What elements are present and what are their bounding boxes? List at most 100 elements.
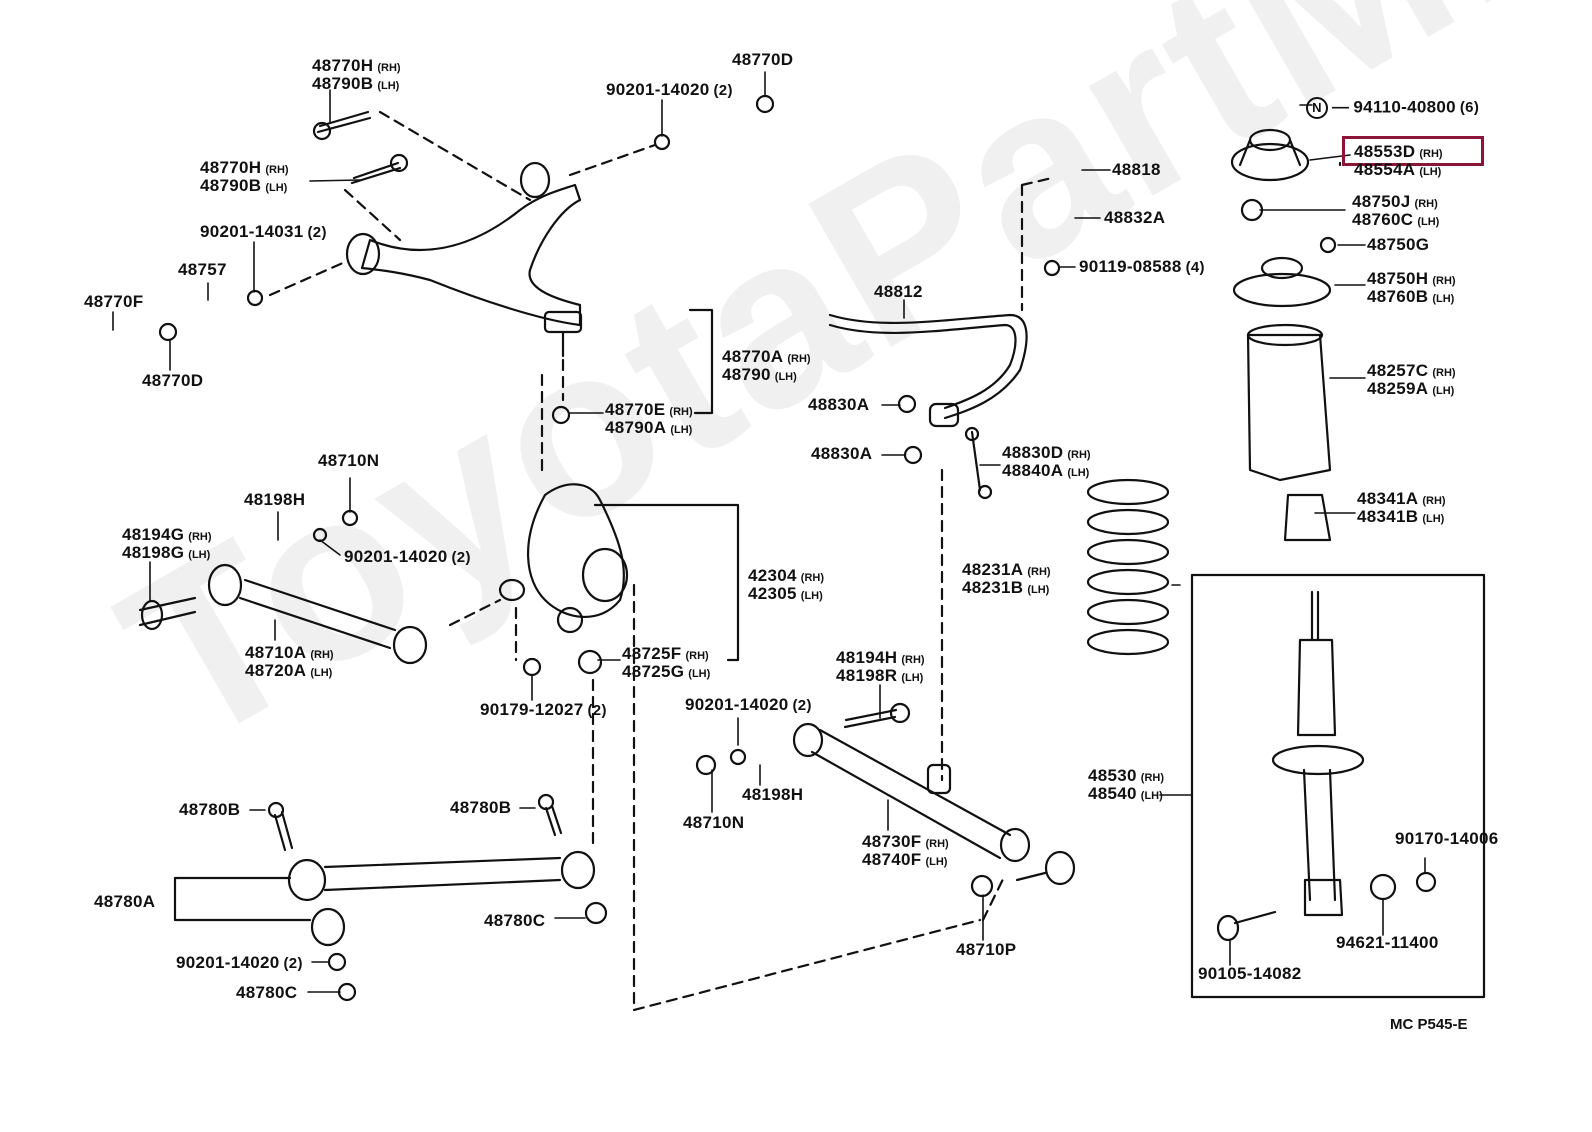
upper-control-arm xyxy=(345,161,583,358)
part-number: 48780B xyxy=(450,798,512,817)
part-number: 90119-08588 xyxy=(1079,257,1182,276)
part-number: 48770F xyxy=(84,292,144,311)
part-number: 48710N xyxy=(683,813,745,832)
part-label[interactable]: 48770F xyxy=(84,292,144,311)
part-label[interactable]: 48750G xyxy=(1367,235,1430,254)
part-label[interactable]: 48757 xyxy=(178,261,227,278)
part-number: 48194H xyxy=(836,648,898,667)
part-number: 90179-12027 xyxy=(480,700,584,719)
part-number: 48740F xyxy=(862,850,922,869)
side-indicator: (RH) xyxy=(377,62,401,74)
part-label[interactable]: 48198H xyxy=(742,786,803,803)
part-number-row: 48780A xyxy=(94,892,156,911)
side-indicator: (LH) xyxy=(670,424,693,436)
part-number: 48540 xyxy=(1088,784,1137,803)
part-label[interactable]: 90201-14031(2) xyxy=(200,223,327,241)
part-label[interactable]: 48710P xyxy=(956,940,1017,959)
part-label[interactable]: 90170-14006 xyxy=(1395,829,1499,848)
quantity: (2) xyxy=(587,702,607,719)
part-label[interactable]: 48770D xyxy=(732,51,793,68)
part-label[interactable]: 90201-14020(2) xyxy=(606,81,733,99)
part-label[interactable]: 48194G(RH)48198G(LH) xyxy=(122,526,212,563)
part-label[interactable]: 94621-11400 xyxy=(1336,934,1439,951)
part-label[interactable]: 48780B xyxy=(450,798,512,817)
bracket-42304 xyxy=(593,503,740,662)
part-label[interactable]: 48530(RH)48540(LH) xyxy=(1088,766,1164,804)
part-label[interactable]: 48770H(RH)48790B(LH) xyxy=(312,57,401,94)
part-number-row: 48710N xyxy=(683,813,745,832)
part-number-row: 48710P xyxy=(956,940,1017,959)
part-label[interactable]: 48770A(RH)48790(LH) xyxy=(722,348,811,385)
part-number: 48198G xyxy=(122,543,185,562)
part-label[interactable]: 48725F(RH)48725G(LH) xyxy=(622,644,711,682)
part-label[interactable]: 90119-08588(4) xyxy=(1079,257,1205,276)
part-number-row: 48198H xyxy=(244,491,305,508)
part-number: 48710P xyxy=(956,940,1017,959)
part-number: 48780C xyxy=(236,983,298,1002)
part-number: 48720A xyxy=(245,661,307,680)
part-number: 90170-14006 xyxy=(1395,829,1499,848)
part-number: 48530 xyxy=(1088,766,1137,785)
part-number-row: 48730F(RH) xyxy=(862,833,949,852)
part-label[interactable]: 48812 xyxy=(874,283,923,300)
side-indicator: (RH) xyxy=(787,353,811,365)
part-label[interactable]: 48750H(RH)48760B(LH) xyxy=(1367,270,1456,307)
part-number-row: 90201-14020(2) xyxy=(176,954,303,972)
part-label[interactable]: 48198H xyxy=(244,491,305,508)
part-number: 48780C xyxy=(484,911,546,930)
part-label[interactable]: 90105-14082 xyxy=(1198,964,1302,983)
part-number: 90105-14082 xyxy=(1198,964,1302,983)
side-indicator: (LH) xyxy=(1419,166,1442,178)
part-number: 48818 xyxy=(1112,160,1161,179)
part-label[interactable]: 48770H(RH)48790B(LH) xyxy=(200,158,289,196)
coil-spring xyxy=(1086,478,1170,656)
part-number-row: 48725F(RH) xyxy=(622,644,710,664)
part-number: 48750G xyxy=(1367,235,1430,254)
part-label[interactable]: 48830D(RH)48840A(LH) xyxy=(1002,444,1091,481)
side-indicator: (LH) xyxy=(688,668,711,680)
part-label[interactable]: 48257C(RH)48259A(LH) xyxy=(1367,362,1456,399)
part-label[interactable]: 48832A xyxy=(1104,209,1165,226)
part-number: 48780A xyxy=(94,892,156,911)
part-number-row: 48540(LH) xyxy=(1088,784,1164,804)
part-label[interactable]: 48710N xyxy=(683,813,745,832)
part-label[interactable]: 48710A(RH)48720A(LH) xyxy=(245,644,334,681)
part-number-row: 48194H(RH) xyxy=(836,648,925,668)
shock-absorber-box xyxy=(1190,573,1486,999)
part-label[interactable]: 90201-14020(2) xyxy=(176,954,303,972)
part-label[interactable]: 90201-14020(2) xyxy=(344,548,471,566)
part-label[interactable]: 48231A(RH)48231B(LH) xyxy=(962,561,1051,598)
part-label[interactable]: 48780A xyxy=(94,892,156,911)
part-label[interactable]: 48770D xyxy=(142,372,203,389)
part-label[interactable]: 90179-12027(2) xyxy=(480,700,607,719)
part-number-row: 48231A(RH) xyxy=(962,561,1051,580)
side-indicator: (LH) xyxy=(774,371,797,383)
part-label[interactable]: 48830A xyxy=(808,396,869,413)
lateral-link xyxy=(173,850,596,947)
part-number: 48780B xyxy=(179,800,241,819)
part-label[interactable]: 48730F(RH)48740F(LH) xyxy=(862,833,949,870)
knuckle xyxy=(498,483,629,634)
part-label[interactable]: 48341A(RH)48341B(LH) xyxy=(1357,490,1446,527)
part-label[interactable]: 48830A xyxy=(811,445,872,462)
part-label[interactable]: 48553D(RH)48554A(LH) xyxy=(1354,143,1443,180)
part-label[interactable]: N—94110-40800(6) xyxy=(1306,97,1479,119)
part-label[interactable]: 48750J(RH)48760C(LH) xyxy=(1352,193,1439,230)
part-number: 48259A xyxy=(1367,379,1429,398)
part-label[interactable]: 90201-14020(2) xyxy=(685,696,812,714)
side-indicator: (LH) xyxy=(925,856,948,868)
part-label[interactable]: 48780C xyxy=(484,911,546,930)
part-label[interactable]: 48780C xyxy=(236,983,298,1002)
part-number: 48725F xyxy=(622,644,682,663)
part-label[interactable]: 48770E(RH)48790A(LH) xyxy=(605,401,693,438)
part-label[interactable]: 48194H(RH)48198R(LH) xyxy=(836,648,925,686)
part-number: 48770H xyxy=(200,158,262,177)
bracket-48770A xyxy=(688,308,714,415)
part-label[interactable]: 48710N xyxy=(318,452,379,469)
part-label[interactable]: 42304(RH)42305(LH) xyxy=(748,566,824,604)
side-indicator: (LH) xyxy=(800,590,823,602)
part-label[interactable]: 48780B xyxy=(179,800,241,819)
part-number-row: 48770D xyxy=(142,372,203,389)
part-number: 42304 xyxy=(748,566,797,585)
part-label[interactable]: 48818 xyxy=(1112,160,1161,179)
